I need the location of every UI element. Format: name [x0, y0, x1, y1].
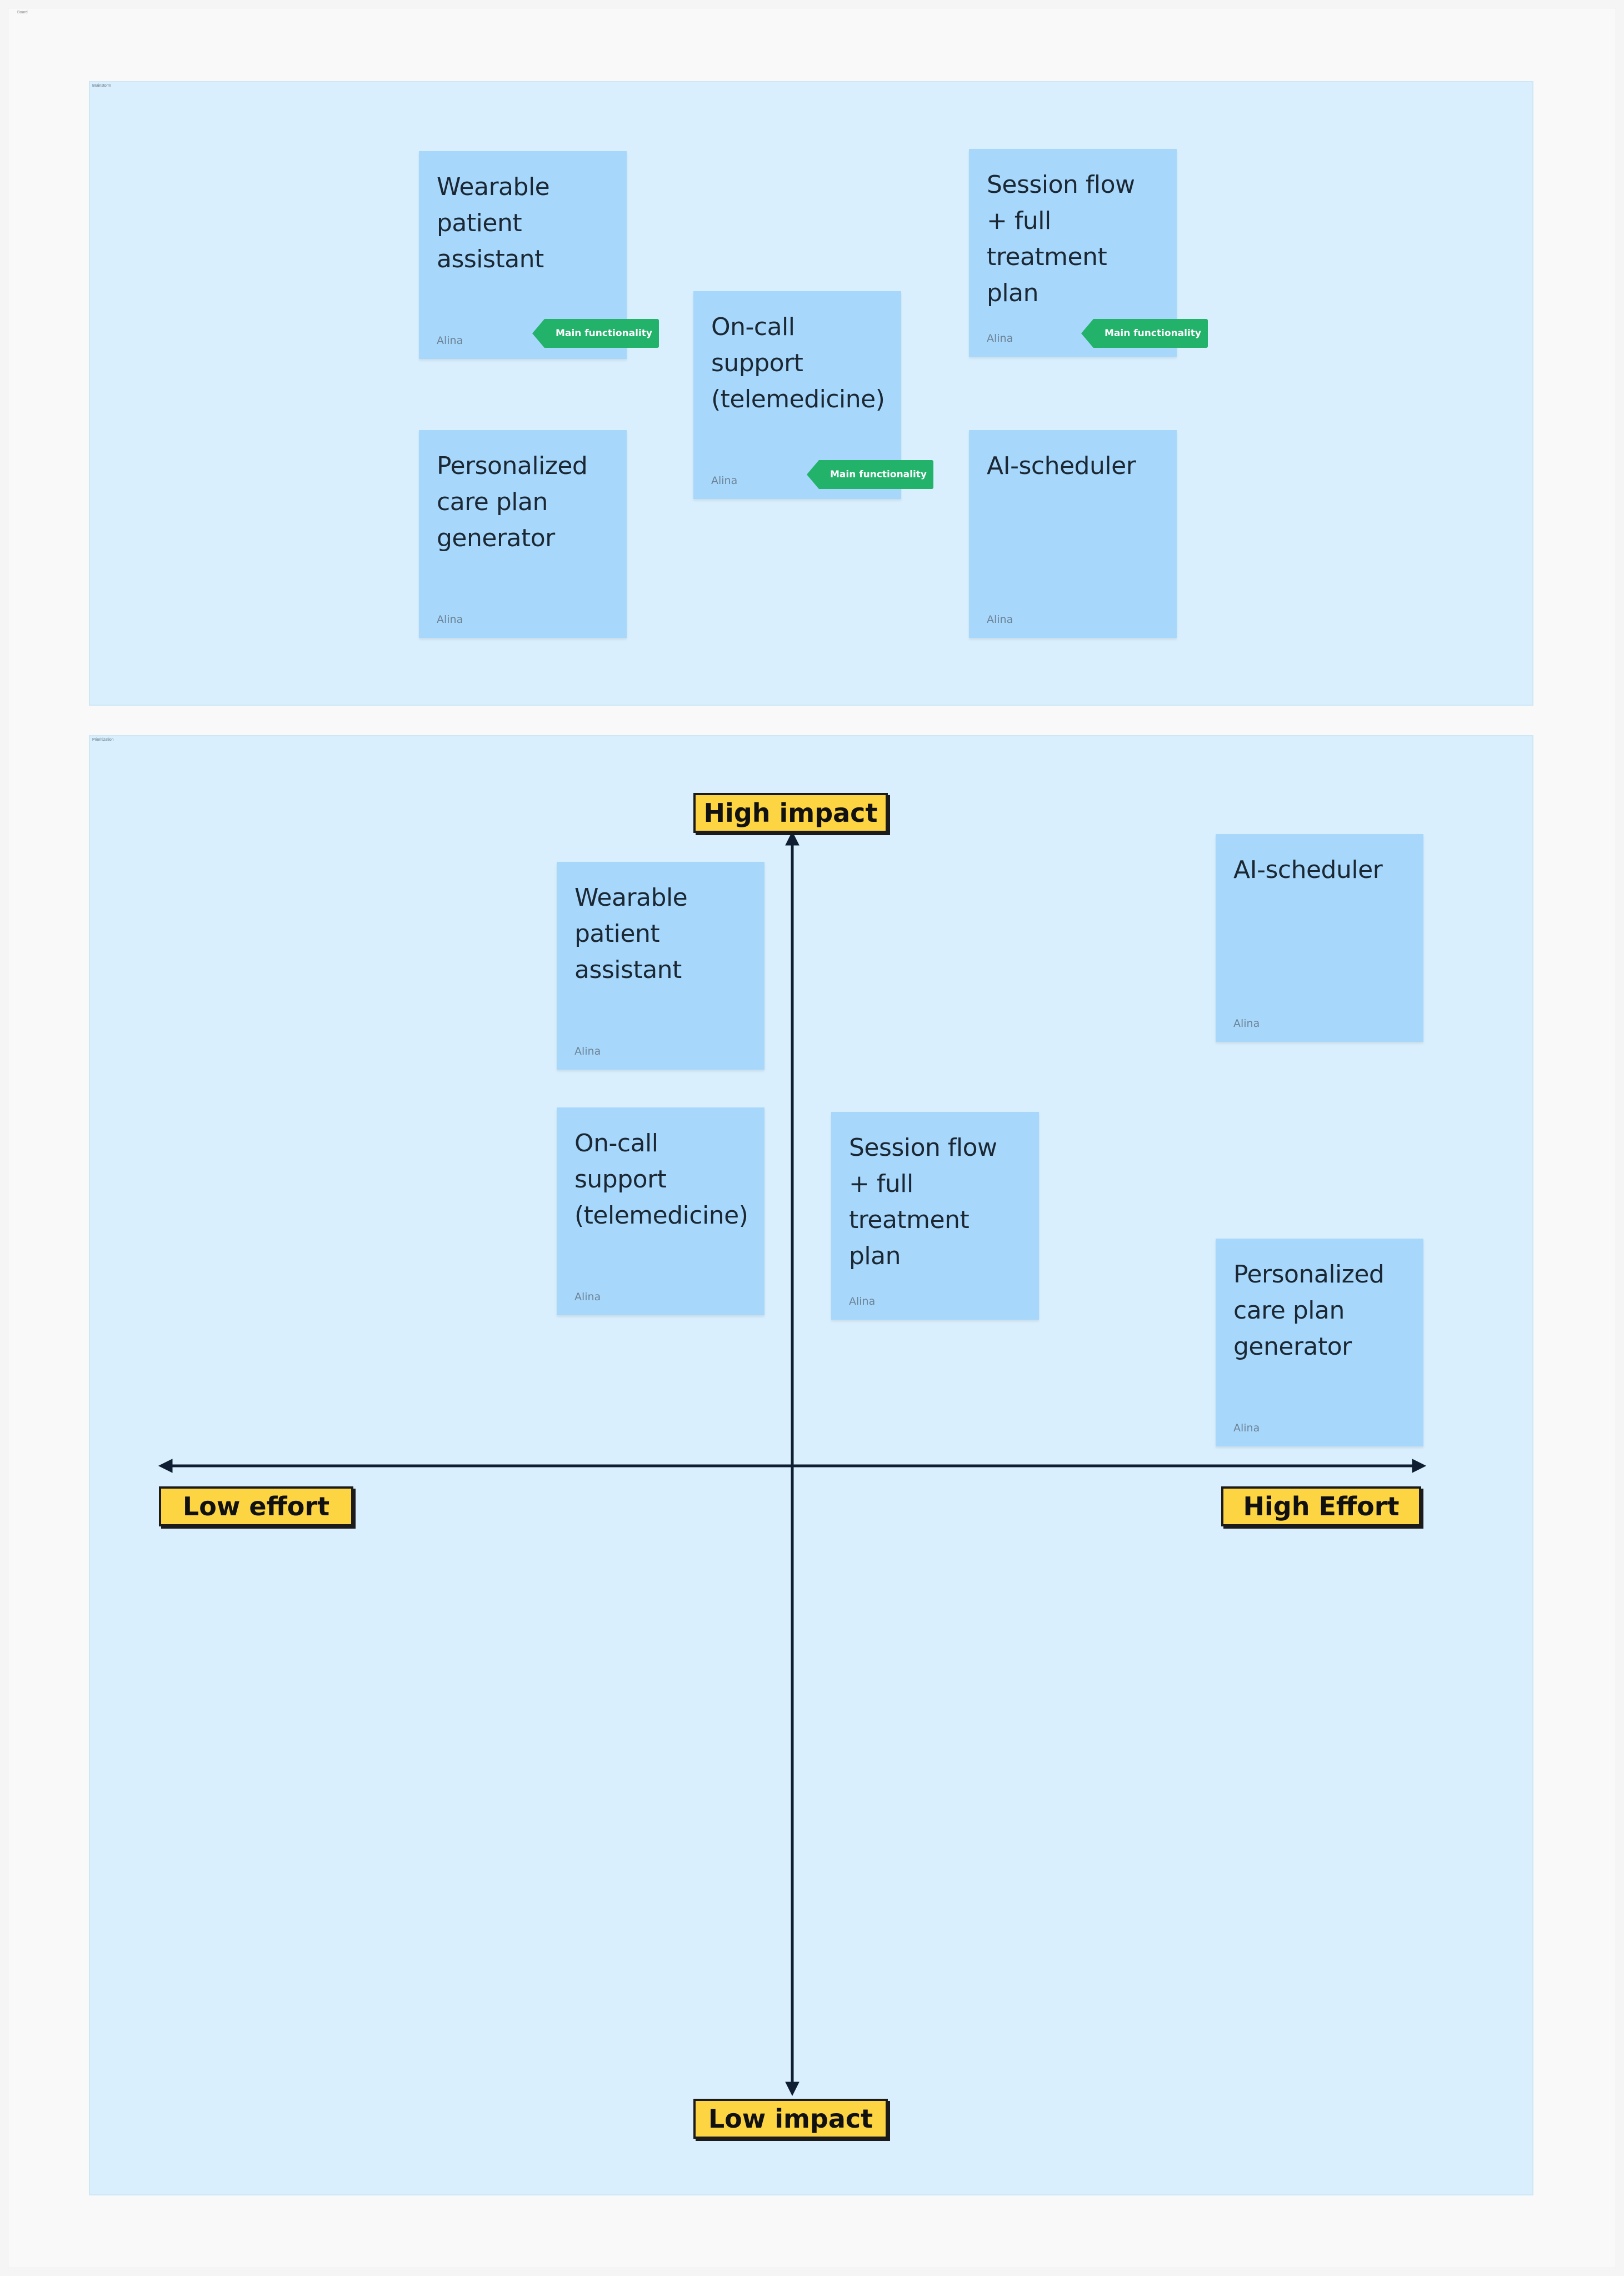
sticky-text: Personalized care plan generator	[437, 452, 588, 552]
sticky-text: On-call support (telemedicine)	[711, 313, 885, 413]
low-impact-label[interactable]: Low impact	[693, 2099, 888, 2139]
sticky-note[interactable]: Wearable patient assistant Alina	[557, 862, 764, 1070]
sticky-author: Alina	[1233, 1017, 1260, 1030]
main-functionality-tag[interactable]: Main functionality	[1081, 319, 1208, 348]
sticky-text: On-call support (telemedicine)	[574, 1129, 748, 1230]
sticky-author: Alina	[987, 332, 1013, 345]
arrow-down-icon	[785, 2082, 799, 2097]
sticky-author: Alina	[437, 613, 463, 626]
sticky-note[interactable]: Personalized care plan generator Alina	[419, 430, 627, 638]
sticky-text: AI-scheduler	[987, 452, 1136, 480]
sticky-text: Session flow + full treatment plan	[987, 171, 1135, 307]
sticky-note[interactable]: AI-scheduler Alina	[1216, 834, 1423, 1042]
low-effort-label[interactable]: Low effort	[159, 1486, 353, 1526]
sticky-author: Alina	[711, 475, 738, 487]
frame-label: Prioritization	[92, 738, 114, 742]
sticky-author: Alina	[574, 1045, 601, 1057]
sticky-text: Wearable patient assistant	[437, 173, 550, 273]
sticky-note[interactable]: AI-scheduler Alina	[969, 430, 1177, 638]
sticky-author: Alina	[1233, 1422, 1260, 1434]
main-functionality-tag[interactable]: Main functionality	[532, 319, 659, 348]
high-effort-label[interactable]: High Effort	[1221, 1486, 1421, 1526]
sticky-note[interactable]: On-call support (telemedicine) Alina	[557, 1107, 764, 1315]
canvas-label: Board	[17, 11, 28, 14]
sticky-author: Alina	[849, 1295, 876, 1307]
sticky-author: Alina	[574, 1291, 601, 1303]
sticky-text: AI-scheduler	[1233, 856, 1383, 884]
arrow-up-icon	[785, 831, 799, 846]
sticky-note[interactable]: Wearable patient assistant Alina	[419, 151, 627, 359]
sticky-note[interactable]: Personalized care plan generator Alina	[1216, 1239, 1423, 1446]
brainstorm-frame[interactable]: Brainstorm Wearable patient assistant Al…	[89, 81, 1533, 706]
frame-label: Brainstorm	[92, 84, 111, 88]
arrow-right-icon	[1412, 1459, 1427, 1473]
sticky-text: Session flow + full treatment plan	[849, 1134, 997, 1270]
sticky-text: Wearable patient assistant	[574, 884, 688, 984]
sticky-text: Personalized care plan generator	[1233, 1260, 1385, 1361]
main-functionality-tag[interactable]: Main functionality	[807, 460, 933, 489]
matrix-axes	[158, 831, 1427, 2097]
sticky-author: Alina	[437, 335, 463, 347]
sticky-note[interactable]: Session flow + full treatment plan Alina	[831, 1112, 1039, 1320]
prioritization-frame[interactable]: Prioritization High impact Low impact Lo…	[89, 735, 1533, 2195]
arrow-left-icon	[158, 1459, 173, 1473]
sticky-author: Alina	[987, 613, 1013, 626]
high-impact-label[interactable]: High impact	[693, 793, 888, 833]
